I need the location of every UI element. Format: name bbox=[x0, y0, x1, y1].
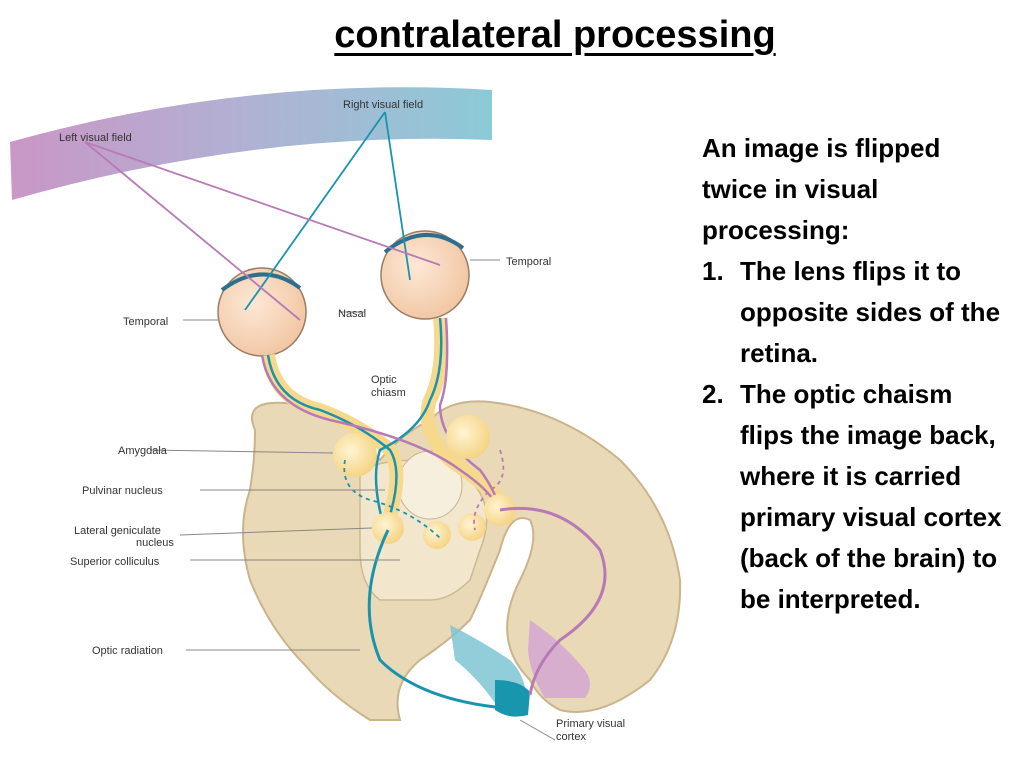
label-left-visual-field: Left visual field bbox=[59, 132, 132, 144]
explanation-panel: An image is flipped twice in visual proc… bbox=[702, 128, 1012, 620]
amygdala-left bbox=[333, 433, 377, 477]
visual-field-band bbox=[10, 87, 492, 200]
step-number: 1. bbox=[702, 256, 724, 286]
cortex-purple-region bbox=[528, 620, 590, 698]
colliculus-right bbox=[458, 513, 486, 541]
explanation-step: 2. The optic chaism flips the image back… bbox=[702, 374, 1012, 620]
right-optic-radiation bbox=[367, 529, 506, 710]
left-optic-radiation bbox=[499, 506, 607, 696]
label-pulvinar-nucleus: Pulvinar nucleus bbox=[82, 485, 163, 497]
label-amygdala: Amygdala bbox=[118, 445, 168, 457]
label-primary-visual-cortex-2: cortex bbox=[556, 731, 586, 743]
step-number: 2. bbox=[702, 379, 724, 409]
step-text: The lens flips it to opposite sides of t… bbox=[740, 256, 1001, 368]
visual-rays bbox=[84, 111, 441, 321]
cortex-dark-region bbox=[495, 680, 530, 717]
step-text: The optic chaism flips the image back, w… bbox=[740, 379, 1002, 614]
explanation-intro: An image is flipped twice in visual proc… bbox=[702, 133, 941, 245]
explanation-steps: 1. The lens flips it to opposite sides o… bbox=[702, 251, 1012, 620]
label-primary-visual-cortex-1: Primary visual bbox=[556, 718, 625, 730]
explanation-step: 1. The lens flips it to opposite sides o… bbox=[702, 251, 1012, 374]
label-optic-chiasm-2: chiasm bbox=[371, 387, 406, 399]
label-optic-chiasm-1: Optic bbox=[371, 374, 397, 386]
label-temporal-right: Temporal bbox=[506, 256, 551, 268]
label-right-visual-field: Right visual field bbox=[343, 99, 423, 111]
lgn-left bbox=[372, 512, 404, 544]
visual-pathway-illustration: Right visual field Left visual field Tem… bbox=[10, 87, 682, 743]
slide-title: contralateral processing bbox=[334, 14, 776, 56]
label-nasal: Nasal bbox=[338, 308, 366, 320]
label-superior-colliculus: Superior colliculus bbox=[70, 556, 160, 568]
label-lgn-2: nucleus bbox=[136, 537, 174, 549]
label-temporal-left: Temporal bbox=[123, 316, 168, 328]
amygdala-right bbox=[446, 415, 490, 459]
visual-pathway-diagram: Right visual field Left visual field Tem… bbox=[0, 80, 690, 768]
label-lgn-1: Lateral geniculate bbox=[74, 525, 161, 537]
label-optic-radiation: Optic radiation bbox=[92, 645, 163, 657]
